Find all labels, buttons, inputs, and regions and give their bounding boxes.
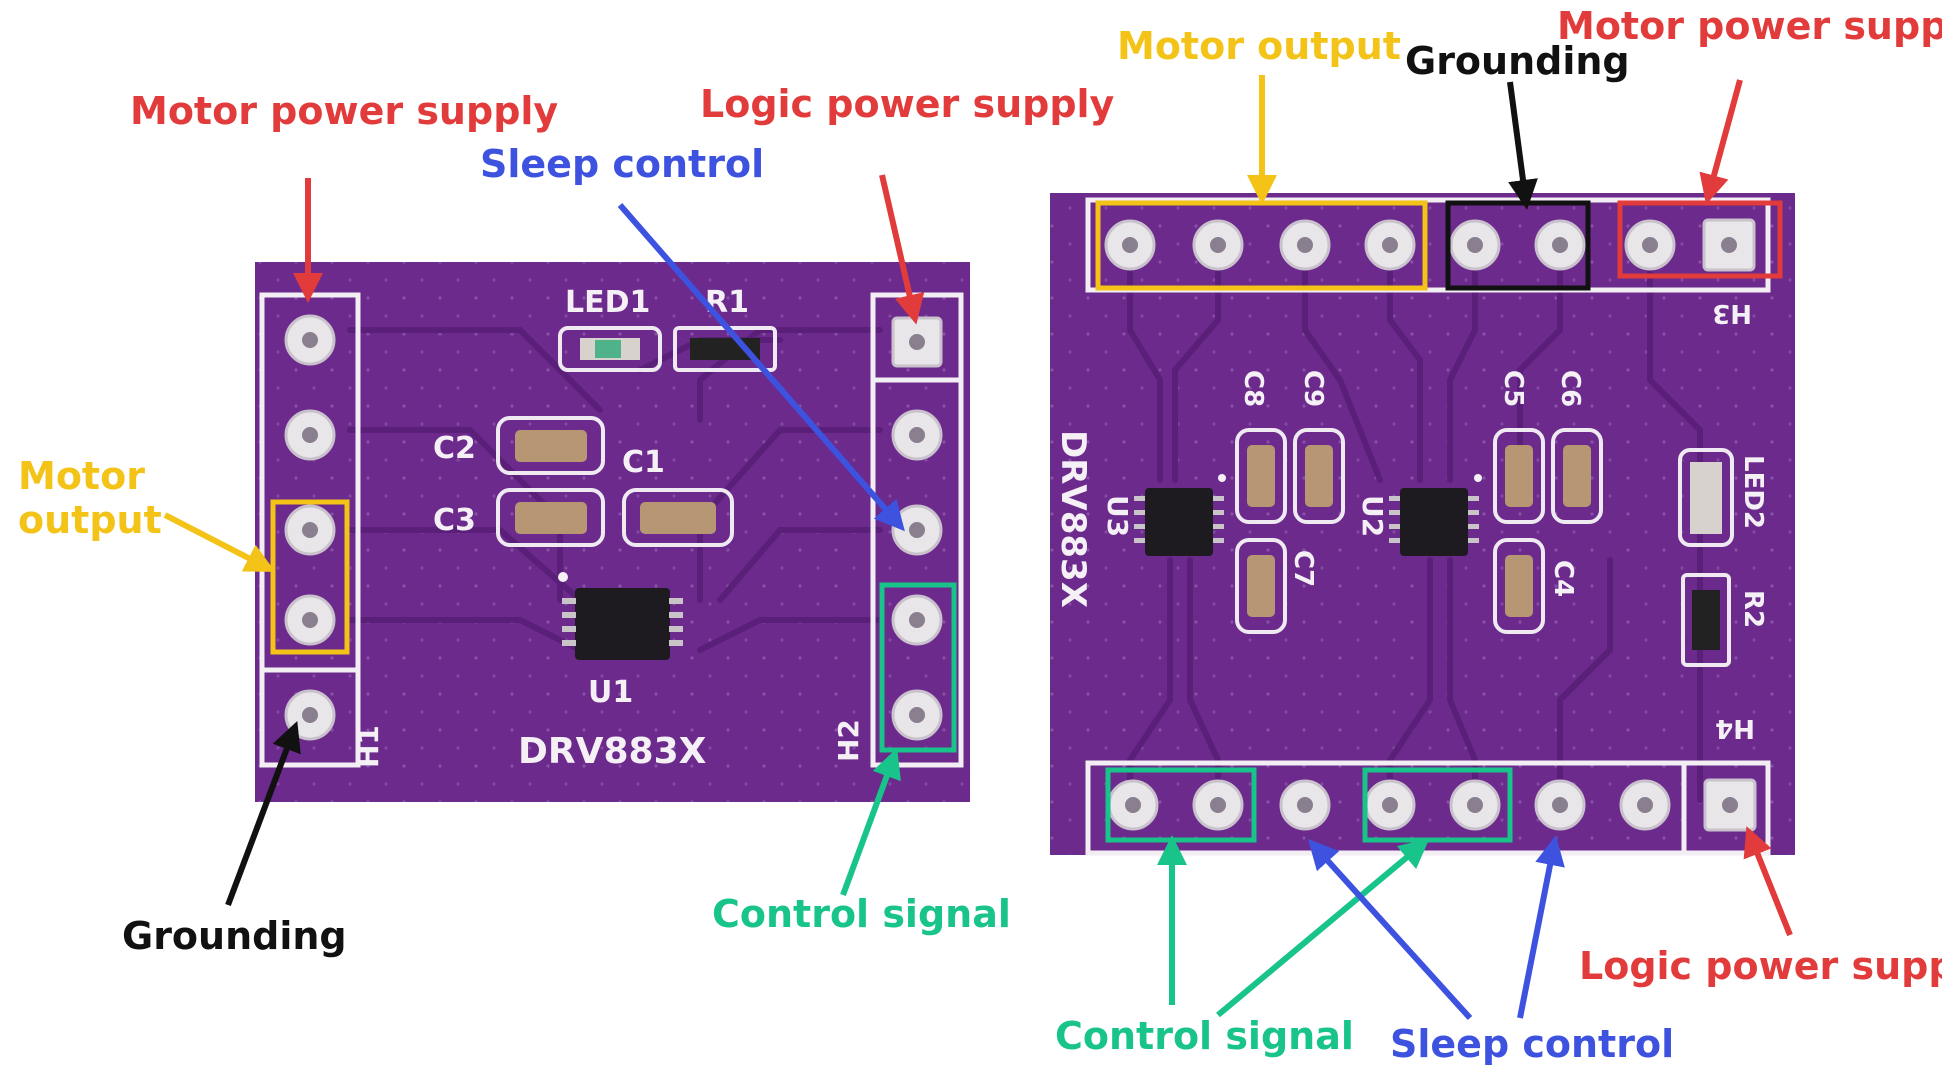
silk-u3: U3 [1101,495,1134,537]
label-left-motor-power: Motor power supply [130,89,559,133]
label-right-control: Control signal [1055,1014,1354,1058]
silk-u2: U2 [1356,495,1389,537]
arrow-left-sleep [617,203,905,532]
label-right-motor-output: Motor output [1117,24,1401,68]
silk-led1: LED1 [565,285,650,320]
left-motor-output-box [270,499,350,655]
left-board: LED1 R1 C2 C3 C1 U1 DRV883X H1 H2 [163,174,970,907]
label-left-grounding: Grounding [122,914,347,958]
top-header-frame [1085,197,1771,293]
left-control-signal-box [879,582,957,753]
right-board: H3 H4 DRV883X U3 U2 C8 C9 C7 C5 C6 C4 LE… [1050,75,1795,1021]
silk-c3: C3 [433,503,476,538]
arrow-left-control [840,747,901,897]
silk-c2: C2 [433,431,476,466]
silk-c6: C6 [1555,370,1585,407]
silk-h1: H1 [352,725,385,768]
arrow-right-sleep-2 [1517,835,1565,1019]
c3-component [496,488,605,547]
silk-c8: C8 [1238,370,1268,407]
silk-led2: LED2 [1738,455,1768,529]
silk-c4: C4 [1548,560,1578,597]
label-left-motor-output-line1: Motor [18,454,145,498]
u2-chip [1389,474,1482,556]
arrow-right-logic-power [1743,826,1793,937]
r2-component [1681,573,1731,667]
silk-r1: R1 [705,285,749,320]
u3-chip [1134,474,1226,556]
label-right-motor-power: Motor power supply [1557,4,1942,48]
silk-c9: C9 [1298,370,1328,407]
label-right-logic-power: Logic power supply [1579,944,1942,988]
right-capacitors [1235,428,1603,634]
arrow-left-ground [225,720,301,907]
label-right-sleep: Sleep control [1390,1022,1675,1066]
silk-chip-left: DRV883X [518,731,707,772]
c1-component [622,488,734,547]
label-left-motor-output: Motor output [18,454,162,542]
led2-component [1678,448,1734,547]
silk-r2: R2 [1738,590,1768,628]
right-control-box-2 [1362,767,1513,843]
arrow-left-motor-output [163,512,276,572]
label-right-grounding: Grounding [1405,39,1630,83]
silk-c1: C1 [622,445,665,480]
arrow-left-logic-power [879,174,925,325]
arrow-right-motor-power [1699,79,1743,205]
label-left-logic-power: Logic power supply [700,82,1115,126]
silk-h4: H4 [1715,713,1755,743]
led1-component [558,326,662,372]
silk-u1: U1 [588,675,633,710]
silk-chip-right: DRV883X [1053,430,1093,608]
u1-chip [558,572,683,660]
silk-h2: H2 [832,719,865,762]
silk-c5: C5 [1498,370,1528,407]
silk-h3: H3 [1712,298,1752,328]
label-left-control: Control signal [712,892,1011,936]
label-left-motor-output-line2: output [18,497,162,542]
c2-component [496,416,605,475]
arrow-right-control-2 [1216,838,1430,1018]
label-left-sleep: Sleep control [480,142,765,186]
arrow-right-sleep-1 [1307,838,1473,1021]
silk-c7: C7 [1288,550,1318,587]
arrow-right-grounding [1507,81,1538,210]
